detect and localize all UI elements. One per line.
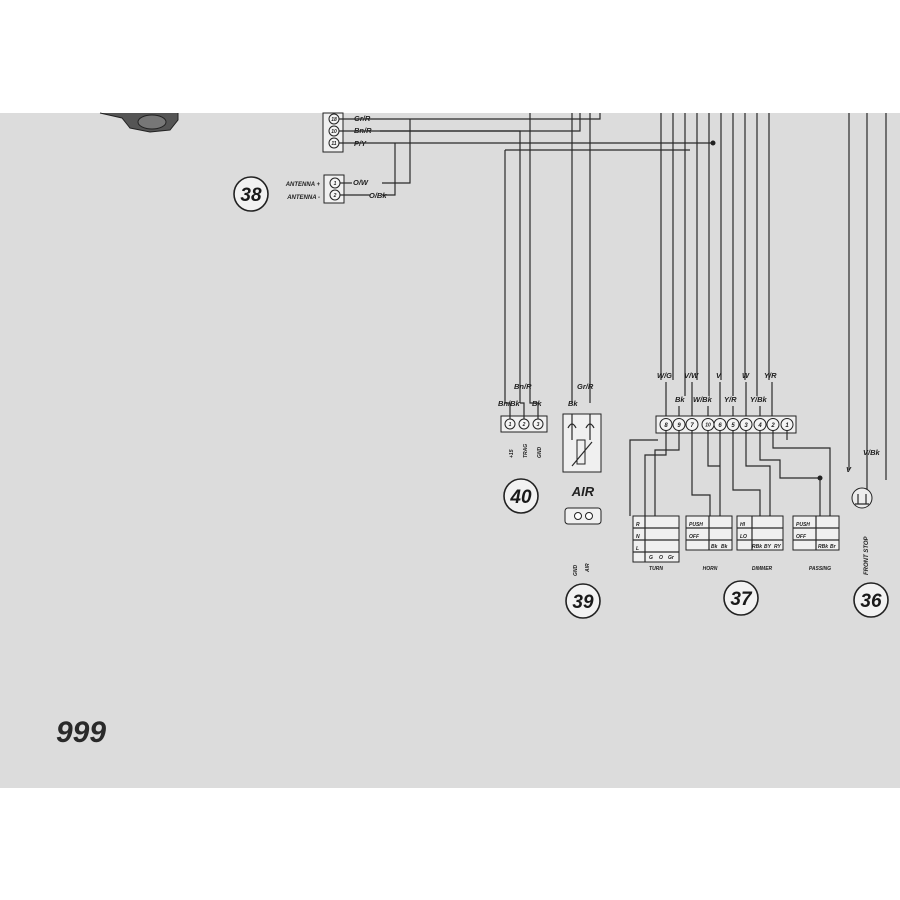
wire-label-w-g: W/G — [657, 371, 672, 380]
wire-label-bn-r-40: Bn/R — [514, 382, 532, 391]
turn-switch-name: TURN — [649, 566, 663, 572]
wire-label-y-r-mid: Y/R — [724, 395, 737, 404]
dimmer-pos-lo: LO — [740, 534, 747, 540]
wire-label-v-w: V/W — [684, 371, 699, 380]
connector-37-pin-6: 6 — [718, 423, 722, 429]
badge-37 — [723, 580, 759, 616]
turn-term-gr: Gr — [668, 555, 675, 561]
headlight-drawing-fragment — [99, 112, 179, 133]
page-number: 999 — [56, 716, 106, 749]
badge-39 — [565, 583, 601, 619]
wire-label-gr-r-39: Gr/R — [577, 382, 594, 391]
turn-pos-l: L — [636, 546, 639, 552]
antenna-plus-label: ANTENNA + — [285, 182, 321, 188]
switch-37-connector: 8 9 7 10 6 5 3 4 2 1 — [655, 415, 797, 434]
air-sensor-title: AIR — [571, 484, 595, 499]
front-stop-switch-symbol — [851, 487, 873, 509]
pin-label-plus15: +15 — [509, 449, 515, 458]
connector-37-pin-9: 9 — [677, 423, 681, 429]
connector-37-pin-8: 8 — [664, 423, 668, 429]
turn-term-g: G — [649, 555, 653, 561]
dimmer-pos-hi: HI — [740, 522, 746, 528]
connector-37-pin-7: 7 — [690, 423, 694, 429]
connector-40-pin-2: 2 — [522, 422, 526, 428]
pin-label-gnd: GND — [537, 447, 543, 459]
wire-label-y-r-top: Y/R — [764, 371, 777, 380]
front-stop-label: FRONT STOP — [864, 535, 870, 575]
wire-label-w: W — [742, 371, 750, 380]
connector-37-pin-2: 2 — [770, 423, 775, 429]
top-connector-pin-10: 10 — [331, 129, 337, 135]
badge-38-label: 38 — [240, 185, 262, 206]
wire-label-o-bk: O/Bk — [369, 191, 387, 200]
passing-switch-name: PASSING — [809, 566, 831, 572]
air-sensor-body — [562, 413, 602, 473]
turn-switch: R N L G O Gr TURN — [632, 515, 680, 572]
dimmer-term-rbk: RBk — [752, 544, 762, 550]
horn-pos-push: PUSH — [689, 522, 703, 528]
horn-pos-off: OFF — [689, 534, 700, 540]
horn-term-2: Bk — [721, 544, 728, 550]
turn-pos-r: R — [636, 522, 640, 528]
switch-37-wires — [660, 113, 773, 418]
connector-38-pin-2: 2 — [333, 193, 337, 199]
connector-40-pin-1: 1 — [509, 422, 512, 428]
switch-37-wire-labels: W/G V/W V W Y/R Bk W/Bk Y/R Y/Bk — [657, 371, 777, 404]
wire-label-v-bk: V/Bk — [863, 448, 881, 457]
turn-term-o: O — [659, 555, 663, 561]
switch-37-routing — [629, 431, 831, 516]
passing-pos-off: OFF — [796, 534, 807, 540]
badge-37-label: 37 — [730, 589, 753, 610]
badge-36-label: 36 — [860, 591, 882, 612]
connector-37-pin-3: 3 — [744, 423, 748, 429]
passing-term-br: Br — [830, 544, 837, 550]
sensor-39: Gr/R Bk AIR GND AIR 39 — [562, 380, 602, 619]
badge-36 — [853, 582, 889, 618]
badge-39-label: 39 — [572, 592, 594, 613]
wire-label-w-bk: W/Bk — [693, 395, 713, 404]
switch-36: V V/Bk FRONT STOP 36 — [846, 113, 889, 618]
air-pin-label-air: AIR — [585, 563, 591, 573]
horn-switch: PUSH OFF Bk Bk HORN — [685, 515, 733, 572]
badge-40-label: 40 — [509, 487, 532, 508]
wire-label-y-bk: Y/Bk — [750, 395, 768, 404]
badge-40 — [503, 478, 539, 514]
dimmer-term-ry: RY — [774, 544, 782, 550]
dimmer-switch: HI LO RBk BY RY DIMMER — [736, 515, 784, 572]
horn-term-1: Bk — [711, 544, 718, 550]
connector-38-pin-1: 1 — [334, 181, 337, 187]
antenna-minus-label: ANTENNA - — [286, 195, 320, 201]
wire-label-v-36: V — [846, 465, 852, 474]
wire-label-o-w: O/W — [353, 178, 369, 187]
connector-37-pin-5: 5 — [731, 423, 735, 429]
air-pin-label-gnd: GND — [573, 565, 579, 577]
dimmer-switch-name: DIMMER — [752, 566, 773, 572]
diagram-paper — [0, 113, 900, 788]
top-connector-pin-18: 18 — [331, 117, 337, 123]
wire-label-bk-39: Bk — [568, 399, 578, 408]
horn-switch-name: HORN — [703, 566, 718, 572]
connector-38: 38 ANTENNA + ANTENNA - 1 2 O/W O/Bk — [233, 174, 387, 212]
air-sensor-plug — [564, 507, 602, 525]
passing-term-rbk: RBk — [818, 544, 828, 550]
badge-38 — [233, 176, 269, 212]
passing-switch: PUSH OFF RBk Br PASSING — [792, 515, 840, 572]
wire-label-v: V — [716, 371, 722, 380]
turn-pos-n: N — [636, 534, 640, 540]
connector-40-pin-3: 3 — [537, 422, 540, 428]
connector-37-pin-4: 4 — [757, 423, 762, 429]
connector-37-pin-1: 1 — [785, 423, 789, 429]
wire-label-bk-37: Bk — [675, 395, 685, 404]
dimmer-term-by: BY — [764, 544, 772, 550]
connector-40: Bn/R Bn/Bk Bk 1 2 3 +15 TRAG GND 40 — [498, 380, 548, 514]
connector-37-pin-10: 10 — [705, 423, 711, 429]
top-wires — [339, 113, 716, 380]
pin-label-trag: TRAG — [523, 444, 529, 458]
passing-pos-push: PUSH — [796, 522, 810, 528]
top-connector-pin-11: 11 — [331, 141, 336, 147]
